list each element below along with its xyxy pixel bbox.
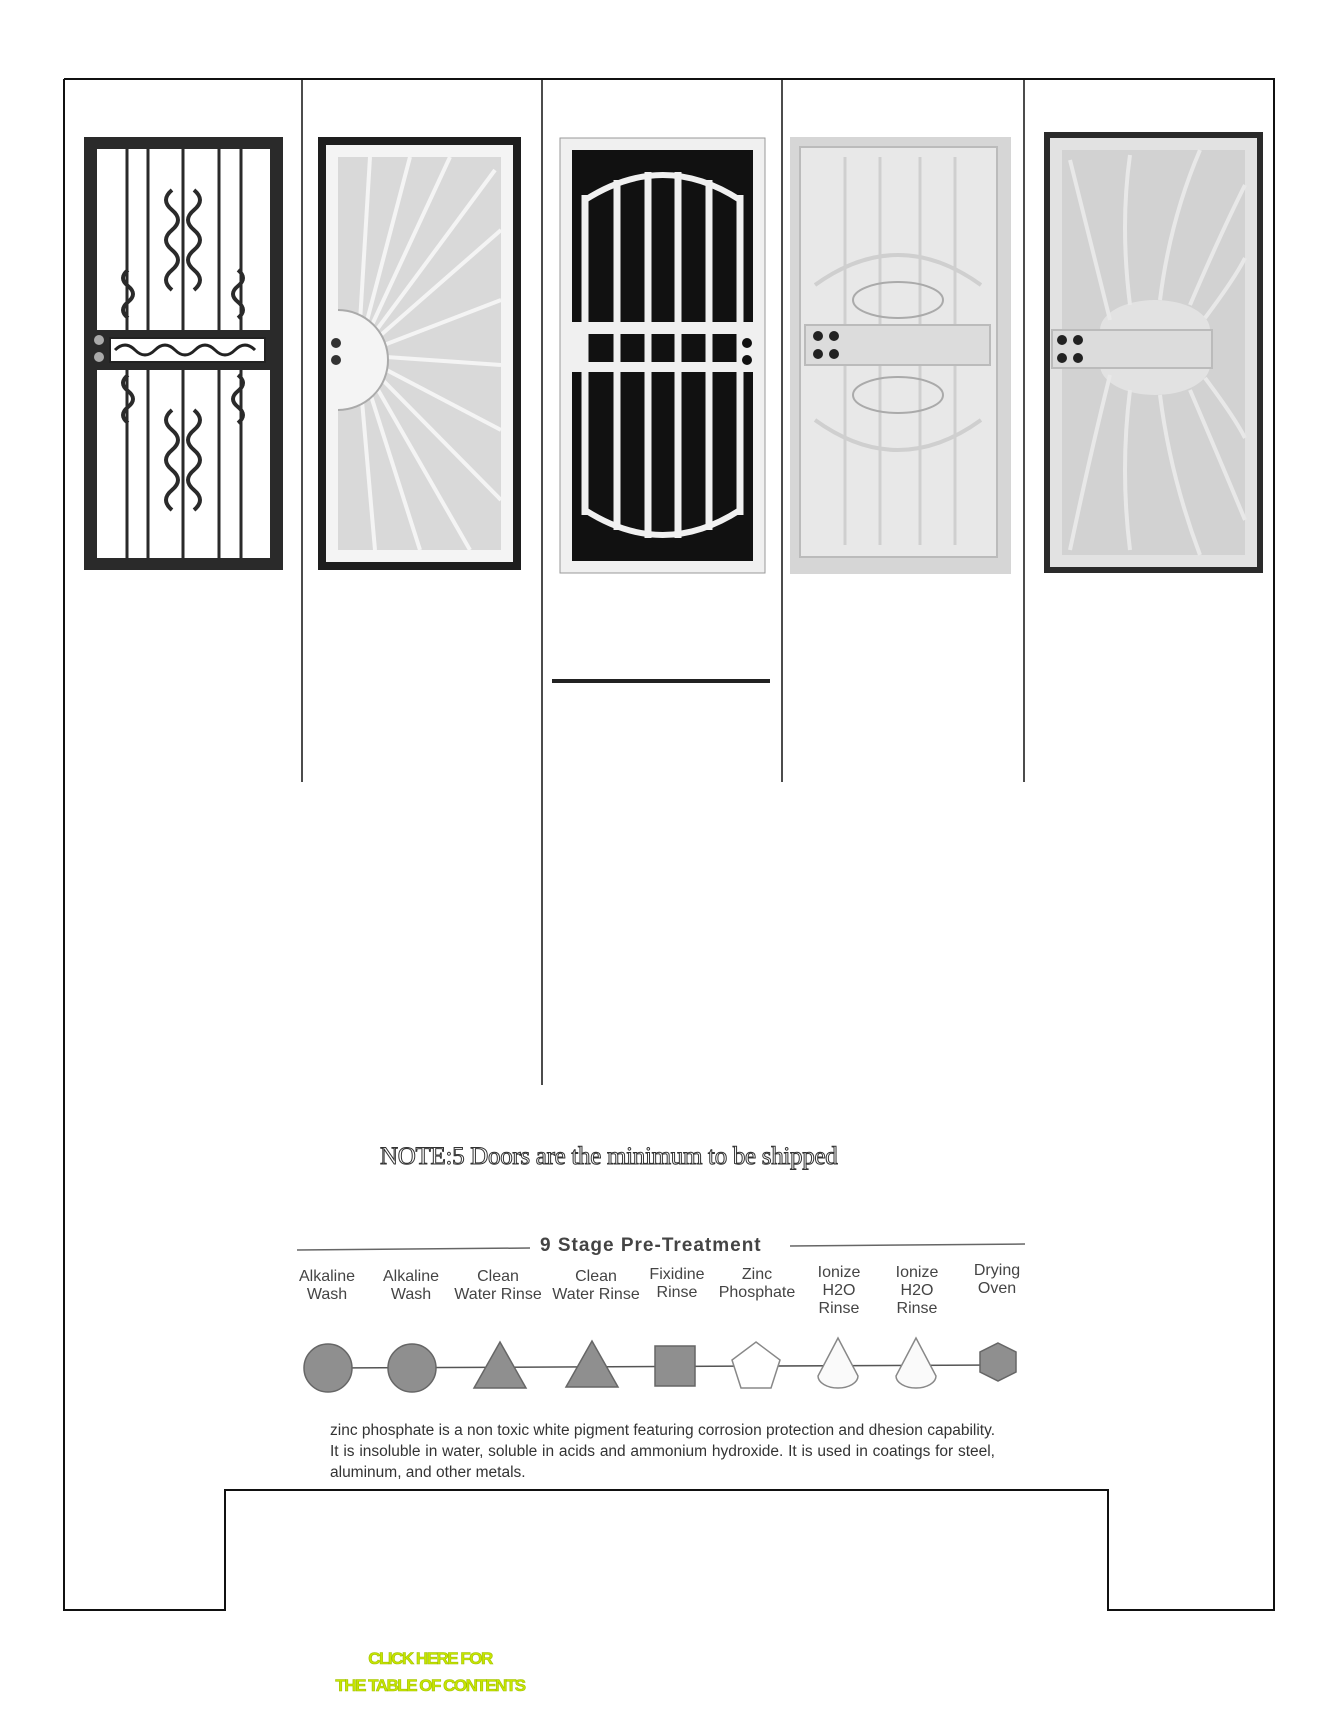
stage-circle: [303, 1343, 353, 1393]
zinc-phosphate-description: zinc phosphate is a non toxic white pigm…: [330, 1422, 995, 1481]
stage-circle: [387, 1343, 437, 1393]
stage-triangle: [472, 1340, 528, 1389]
stage-square: [654, 1345, 696, 1387]
stage-triangle: [564, 1339, 620, 1388]
shipping-note: NOTE:5 Doors are the minimum to be shipp…: [380, 1143, 839, 1171]
pretreatment-rule-left: [296, 1247, 531, 1251]
door-image-ornate-cream: [790, 137, 1011, 574]
table-of-contents-link[interactable]: CLICK HERE FOR THE TABLE OF CONTENTS: [335, 1649, 526, 1696]
pretreatment-rule-right: [789, 1243, 1026, 1247]
frame-border: [63, 78, 1275, 1611]
stage-pentagon: [731, 1341, 781, 1389]
process-diagram: [303, 1336, 1017, 1393]
door-image-scroll: [84, 137, 283, 570]
stage-drop: [817, 1336, 859, 1389]
pretreatment-title: 9 Stage Pre-Treatment: [540, 1235, 762, 1256]
door-image-sunburst-grey: [1044, 132, 1263, 573]
door-image-sunburst-white: [318, 137, 521, 570]
stage-hexagon: [979, 1342, 1017, 1382]
door-image-arched-black: [559, 137, 766, 574]
stage-drop: [895, 1336, 937, 1389]
